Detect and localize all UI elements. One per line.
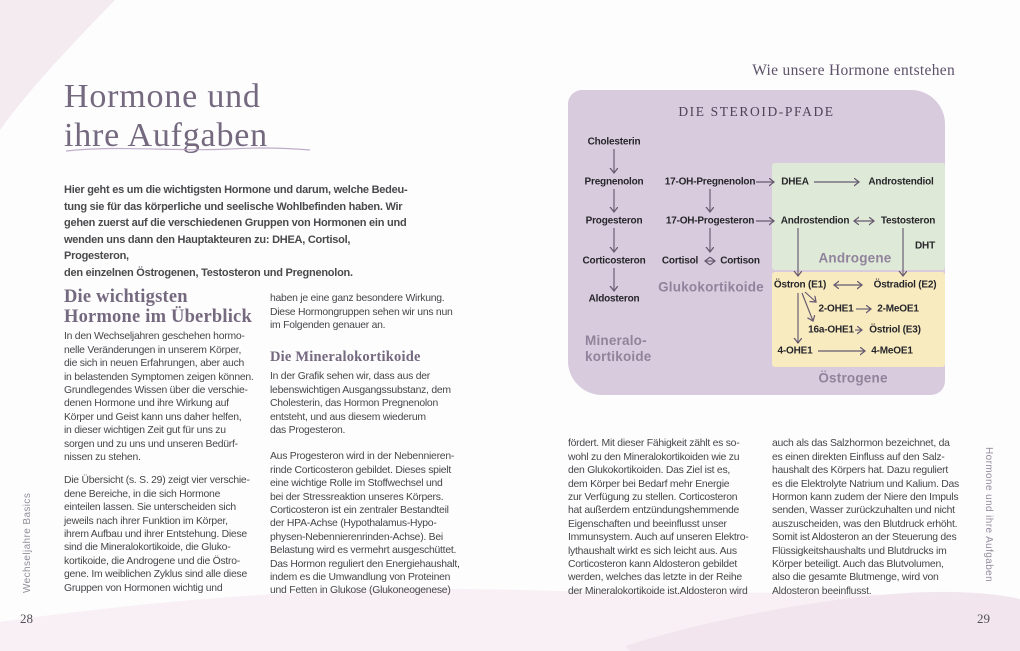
label-glukokortikoide: Glukokortikoide xyxy=(658,279,764,295)
mineralokortikoide-heading: Die Mineralokortikoide xyxy=(270,348,421,365)
right-col1-paragraph: fördert. Mit dieser Fähigkeit zählt es s… xyxy=(568,438,749,597)
node-progesteron: Progesteron xyxy=(585,215,643,227)
node-testosteron: Testosteron xyxy=(880,215,936,227)
top-left-blob xyxy=(0,0,115,130)
page-title: Hormone und ihre Aufgaben xyxy=(64,77,268,154)
steroid-pathway-arrows xyxy=(568,149,945,395)
node-4-ohe1: 4-OHE1 xyxy=(777,345,813,357)
page-number-left: 28 xyxy=(20,611,33,626)
left-col2-paragraph-3: Aus Progesteron wird in der Nebennieren-… xyxy=(270,451,460,597)
title-underline-swoosh xyxy=(65,147,311,152)
label-androgene: Androgene xyxy=(818,250,892,266)
node-oestron-e1: Östron (E1) xyxy=(773,279,827,291)
node-dht: DHT xyxy=(915,240,935,252)
node-cortisol: Cortisol xyxy=(661,255,699,267)
node-16a-ohe1: 16a-OHE1 xyxy=(808,324,854,336)
section-heading: Die wichtigsten Hormone im Überblick xyxy=(64,287,252,328)
node-oestradiol-e2: Östradiol (E2) xyxy=(873,279,937,291)
node-oestriol-e3: Östriol (E3) xyxy=(869,324,921,336)
chapter-side-label: Wechseljahre Basics xyxy=(22,492,33,593)
left-col2-paragraph-1: haben je eine ganz besondere Wirkung. Di… xyxy=(270,293,453,332)
label-mineralokortikoide: Mineralo- kortikoide xyxy=(585,333,652,364)
label-oestrogene: Östrogene xyxy=(818,370,888,386)
running-header: Wie unsere Hormone entstehen xyxy=(752,62,955,79)
node-corticosteron: Corticosteron xyxy=(582,255,646,267)
node-2-meoe1: 2-MeOE1 xyxy=(877,303,919,315)
node-2-ohe1: 2-OHE1 xyxy=(818,303,854,315)
left-col1-paragraph-1: In den Wechseljahren geschehen hormo- ne… xyxy=(64,331,254,464)
diagram-title: DIE STEROID-PFADE xyxy=(678,104,835,119)
node-androstendion: Androstendion xyxy=(780,215,850,227)
right-col2-paragraph: auch als das Salzhormon bezeichnet, da e… xyxy=(772,438,960,597)
node-17-oh-pregnenolon: 17-OH-Pregnenolon xyxy=(664,176,756,188)
node-aldosteron: Aldosteron xyxy=(588,293,640,305)
node-androstendiol: Androstendiol xyxy=(868,176,934,188)
bottom-right-brush-stroke xyxy=(625,591,1020,651)
node-pregnenolon: Pregnenolon xyxy=(584,176,644,188)
node-4-meoe1: 4-MeOE1 xyxy=(871,345,913,357)
node-17-oh-progesteron: 17-OH-Progesteron xyxy=(665,215,755,227)
node-cortison: Cortison xyxy=(720,255,760,267)
page-number-right: 29 xyxy=(977,611,990,626)
intro-paragraph: Hier geht es um die wichtigsten Hormone … xyxy=(64,184,408,279)
steroid-pathways-diagram: DIE STEROID-PFADE xyxy=(568,90,945,395)
left-col1-paragraph-2: Die Übersicht (s. S. 29) zeigt vier vers… xyxy=(64,475,250,594)
node-dhea: DHEA xyxy=(781,176,809,188)
chapter-side-label-right: Hormone und ihre Aufgaben xyxy=(983,447,994,583)
left-col2-paragraph-2: In der Grafik sehen wir, dass aus der le… xyxy=(270,371,451,437)
node-cholesterin: Cholesterin xyxy=(587,136,641,148)
